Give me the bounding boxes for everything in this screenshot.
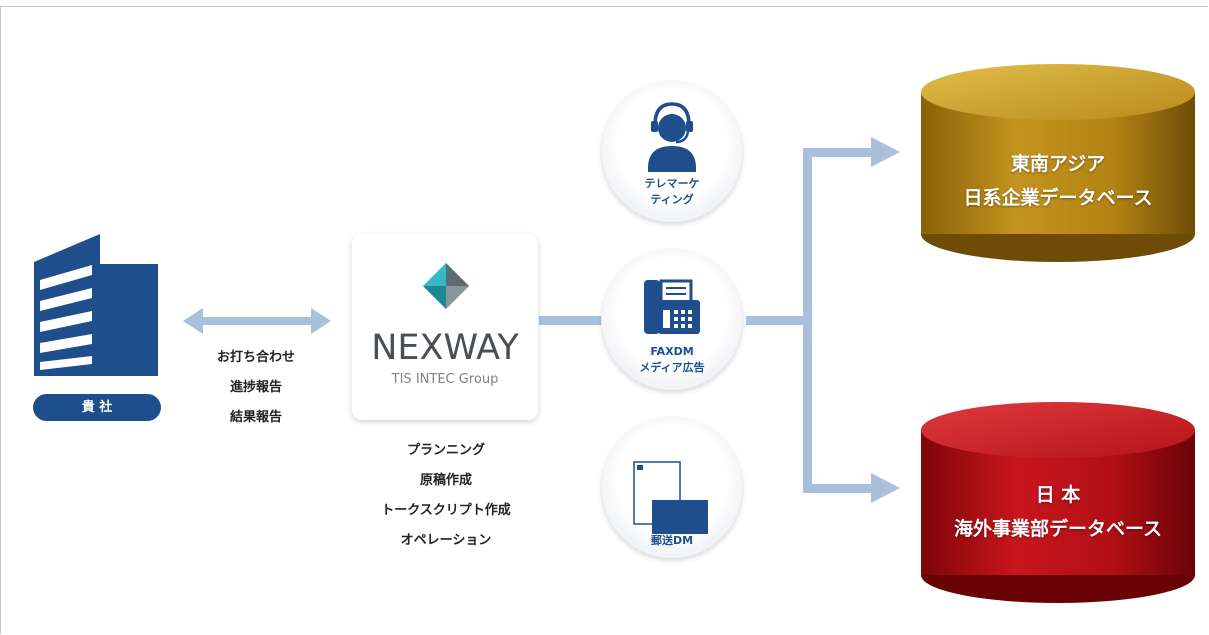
client-label-pill xyxy=(33,394,161,421)
telemarketing-label-line1: テレマーケ xyxy=(644,177,700,190)
connector-arrows xyxy=(183,137,900,503)
fax-machine-icon xyxy=(644,279,700,334)
branch-to-bottom-db xyxy=(803,484,875,493)
nexway-card xyxy=(352,234,538,420)
faxdm-label-line1: FAXDM xyxy=(650,345,694,358)
postal-dm-label: 郵送DM xyxy=(612,533,732,549)
branch-vertical xyxy=(803,148,812,492)
database-cylinder-japan xyxy=(921,402,1195,603)
database-cylinder-southeast-asia xyxy=(921,64,1195,262)
database-label-japan-line1: 日 本 xyxy=(1035,484,1081,506)
client-comms-list: お打ち合わせ 進捗報告 結果報告 xyxy=(188,343,324,433)
database-label-japan-line2: 海外事業部データベース xyxy=(953,518,1163,540)
building-icon xyxy=(34,234,158,376)
task-manuscript: 原稿作成 xyxy=(419,473,472,488)
branch-to-top-db xyxy=(803,148,875,157)
connector-fax-branch xyxy=(746,316,812,325)
mail-envelope-icon xyxy=(633,461,708,534)
task-planning: プランニング xyxy=(406,443,485,458)
arrow-head-right xyxy=(311,308,331,334)
task-talk-script: トークスクリプト作成 xyxy=(381,503,511,518)
connector-nexway-fax xyxy=(539,316,601,325)
headset-operator-icon xyxy=(648,102,696,172)
nexway-task-list: プランニング 原稿作成 トークスクリプト作成 オペレーション xyxy=(348,436,544,556)
nexway-logo-icon xyxy=(423,263,469,309)
database-label-southeast-asia-line1: 東南アジア xyxy=(1010,153,1106,175)
double-arrow-shaft xyxy=(198,317,316,325)
faxdm-label: FAXDM メディア広告 xyxy=(612,344,732,376)
arrow-head-left xyxy=(183,308,203,334)
nexway-group-subtitle: TIS INTEC Group xyxy=(391,372,499,387)
nexway-brand-name: NEXWAY xyxy=(371,328,519,368)
database-label-japan: 日 本 海外事業部データベース xyxy=(921,478,1195,546)
faxdm-label-line2: メディア広告 xyxy=(639,361,705,374)
postal-dm-label-line1: 郵送DM xyxy=(650,534,694,547)
client-comm-progress-report: 進捗報告 xyxy=(229,380,282,395)
diagram-frame xyxy=(0,6,1208,634)
database-label-southeast-asia: 東南アジア 日系企業データベース xyxy=(921,147,1195,215)
telemarketing-label: テレマーケ ティング xyxy=(612,176,732,208)
arrow-head-top-db xyxy=(871,137,900,167)
client-comm-meeting: お打ち合わせ xyxy=(216,350,295,365)
database-label-southeast-asia-line2: 日系企業データベース xyxy=(963,187,1153,209)
telemarketing-label-line2: ティング xyxy=(650,193,694,206)
arrow-head-bottom-db xyxy=(871,473,900,503)
client-comm-result-report: 結果報告 xyxy=(229,410,282,425)
task-operation: オペレーション xyxy=(400,533,492,548)
client-label: 貴 社 xyxy=(81,400,113,415)
